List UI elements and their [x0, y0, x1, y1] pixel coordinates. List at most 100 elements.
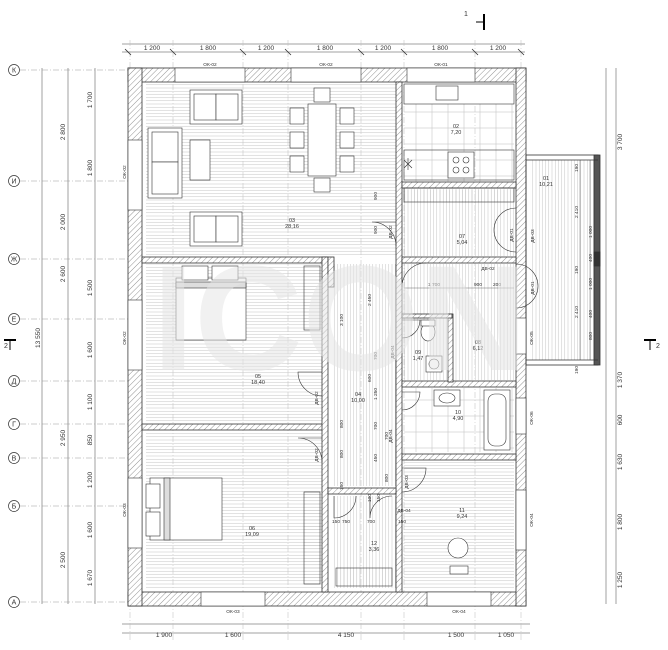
terrace-dim: 2 410 — [574, 306, 580, 318]
sofa-top-icon — [189, 89, 243, 125]
inner-dim: 1 700 — [428, 282, 440, 288]
window-label: ОК-06 — [529, 411, 535, 425]
svg-text:10,00: 10,00 — [351, 398, 365, 404]
svg-text:12: 12 — [371, 541, 377, 547]
dim-left-inner-5: 1 100 — [87, 393, 94, 410]
terrace-dim: 190 — [574, 164, 580, 172]
wardrobe-icon — [303, 265, 321, 331]
dim-left-inner-3: 1 500 — [87, 279, 94, 296]
svg-text:Д: Д — [12, 379, 17, 386]
svg-text:7,20: 7,20 — [451, 130, 462, 136]
bottom-dimensions: 1 900 1 600 4 150 1 500 1 050 — [156, 632, 515, 639]
inner-dim: 100 — [367, 494, 373, 502]
terrace-dim: 2 410 — [574, 206, 580, 218]
toilet-icon — [420, 319, 436, 342]
left-inner-dimensions: 1 700 1 800 1 500 1 600 1 100 850 1 200 … — [87, 91, 94, 586]
axis-marker-i: И — [8, 175, 130, 187]
door-swings — [297, 207, 539, 519]
terrace — [525, 154, 601, 366]
inner-dimensions: 1 700 900 200 2 450 3 100 900 900 700 1 … — [332, 192, 514, 525]
door-label: ДВ-04 — [388, 429, 394, 443]
dim-left-inner-1: 1 700 — [87, 91, 94, 108]
axis-marker-ye: Е — [8, 313, 130, 325]
svg-text:5,04: 5,04 — [457, 240, 468, 246]
window-label: ОК-05 — [529, 331, 535, 345]
room-06-label: 06 19,09 — [245, 526, 259, 538]
svg-text:2: 2 — [4, 343, 8, 350]
window-label: ОК-02 — [203, 62, 217, 68]
inner-dim: 900 — [373, 226, 379, 234]
boiler-icon — [447, 537, 469, 575]
room-01-label: 01 10,21 — [539, 176, 553, 188]
section-mark-top: 1 — [464, 11, 485, 30]
svg-text:10,21: 10,21 — [539, 182, 553, 188]
axis-marker-k: К — [8, 64, 130, 76]
door-label: ДВ-02 — [481, 266, 495, 272]
svg-text:05: 05 — [255, 374, 261, 380]
inner-dim: 900 — [474, 282, 482, 288]
inner-dim: 3 100 — [339, 314, 345, 326]
room-05-label: 05 18,40 — [251, 374, 265, 386]
sofa-left-icon — [147, 127, 183, 199]
terrace-dimensions: 190 2 410 1 000 400 190 1 000 400 2 410 … — [574, 160, 594, 374]
svg-text:07: 07 — [459, 234, 465, 240]
inner-dim: 800 — [339, 420, 345, 428]
window-label: ОК-04 — [529, 513, 535, 527]
dim-top-3: 1 200 — [258, 45, 275, 52]
svg-text:19,09: 19,09 — [245, 532, 259, 538]
wardrobe-icon — [335, 567, 393, 587]
door-label: ДВ-01 — [530, 281, 536, 295]
watermark-logo: ICON — [153, 234, 528, 402]
dim-right-2: 1 370 — [617, 371, 624, 388]
dim-left-inner-8: 1 600 — [87, 521, 94, 538]
door-label: ДВ-01 — [509, 228, 515, 242]
dim-left-mid-2: 2 000 — [60, 213, 67, 230]
left-mid-dimensions: 2 800 2 000 2 600 2 950 2 500 — [60, 123, 67, 568]
dim-left-inner-4: 1 600 — [87, 341, 94, 358]
svg-text:4,90: 4,90 — [453, 416, 464, 422]
window-label: ОК-04 — [452, 609, 466, 615]
svg-text:Г: Г — [12, 422, 16, 429]
room-03-label: 03 28,16 — [285, 218, 299, 230]
door-label: ДВ-04 — [390, 345, 396, 359]
inner-dim: 150 — [376, 494, 382, 502]
inner-dim: 700 — [373, 422, 379, 430]
axis-marker-v: В — [8, 452, 130, 464]
dim-right-3: 600 — [617, 414, 624, 425]
dim-right-6: 1 250 — [617, 571, 624, 588]
inner-dim: 200 — [493, 282, 501, 288]
sink-icon — [425, 355, 443, 373]
svg-text:11: 11 — [459, 508, 465, 514]
svg-text:02: 02 — [453, 124, 459, 130]
window-label: ОК-02 — [122, 331, 128, 345]
dim-right-4: 1 630 — [617, 453, 624, 470]
dim-bottom-1: 1 900 — [156, 632, 173, 639]
svg-text:2: 2 — [656, 343, 660, 350]
inner-dim: 700 — [373, 352, 379, 360]
svg-text:Б: Б — [12, 504, 17, 511]
kitchen-counter-icon — [403, 83, 515, 181]
dim-left-total: 13 550 — [35, 328, 42, 348]
room-08-label: 08 6,12 — [473, 340, 484, 352]
svg-text:К: К — [12, 68, 17, 75]
terrace-dim: 400 — [588, 254, 594, 262]
door-labels: ДВ-02 ДВ-01 ДВ-02 ДВ-01 ДВ-03 ДВ-04 ДВ-0… — [314, 225, 536, 514]
dim-top-2: 1 800 — [200, 45, 217, 52]
svg-text:10: 10 — [455, 410, 461, 416]
room-11-label: 11 9,24 — [457, 508, 468, 520]
dim-top-6: 1 800 — [432, 45, 449, 52]
terrace-dim: 190 — [574, 366, 580, 374]
star-plant-icon — [403, 158, 413, 170]
wardrobe-icon — [303, 491, 321, 585]
axis-marker-b: Б — [8, 500, 130, 512]
top-dimension-ticks — [124, 48, 525, 56]
dim-left-inner-2: 1 800 — [87, 159, 94, 176]
svg-text:1: 1 — [464, 11, 468, 18]
inner-dim: 1 250 — [373, 388, 379, 400]
inner-dim: 900 — [373, 192, 379, 200]
terrace-dim: 400 — [588, 310, 594, 318]
svg-text:В: В — [12, 456, 17, 463]
wardrobe-icon — [403, 187, 515, 203]
dim-left-mid-5: 2 500 — [60, 551, 67, 568]
